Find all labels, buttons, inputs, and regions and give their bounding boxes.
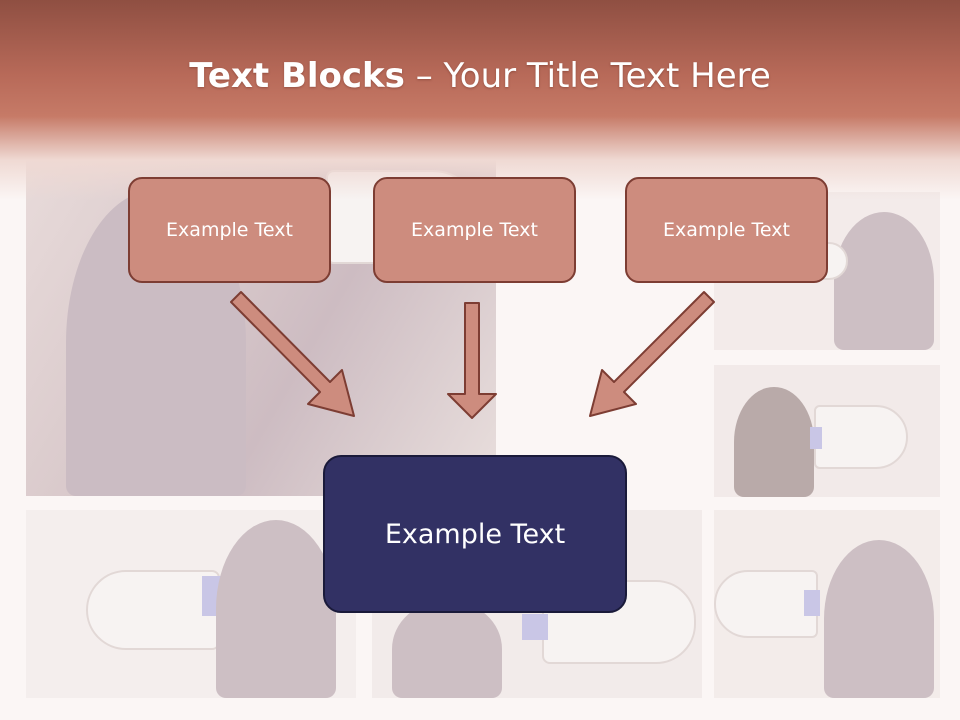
megaphone-shape <box>714 570 818 638</box>
text-block-2[interactable]: Example Text <box>373 177 576 283</box>
header-band <box>0 0 960 200</box>
background-photo-3 <box>714 365 940 497</box>
arrow-middle <box>447 302 497 419</box>
main-text-block-label: Example Text <box>384 518 566 550</box>
person-silhouette <box>834 212 934 350</box>
megaphone-band <box>810 427 822 449</box>
arrow-left <box>230 291 355 417</box>
text-block-1-label: Example Text <box>166 219 293 241</box>
text-block-3-label: Example Text <box>663 219 790 241</box>
background-photo-4 <box>26 510 356 698</box>
person-silhouette <box>392 600 502 698</box>
main-text-block[interactable]: Example Text <box>323 455 627 613</box>
person-silhouette <box>824 540 934 698</box>
megaphone-band <box>522 614 548 640</box>
text-block-1[interactable]: Example Text <box>128 177 331 283</box>
background-photo-6 <box>714 510 940 698</box>
title-rest: Your Title Text Here <box>443 56 771 96</box>
text-block-3[interactable]: Example Text <box>625 177 828 283</box>
title-bold: Text Blocks <box>189 56 405 96</box>
person-silhouette <box>734 387 814 497</box>
megaphone-band <box>804 590 820 616</box>
text-block-2-label: Example Text <box>411 219 538 241</box>
arrow-right <box>589 291 715 417</box>
person-silhouette <box>216 520 336 698</box>
megaphone-shape <box>86 570 220 650</box>
title-dash: – <box>404 56 444 96</box>
slide-title: Text Blocks – Your Title Text Here <box>0 52 960 100</box>
megaphone-shape <box>814 405 908 469</box>
